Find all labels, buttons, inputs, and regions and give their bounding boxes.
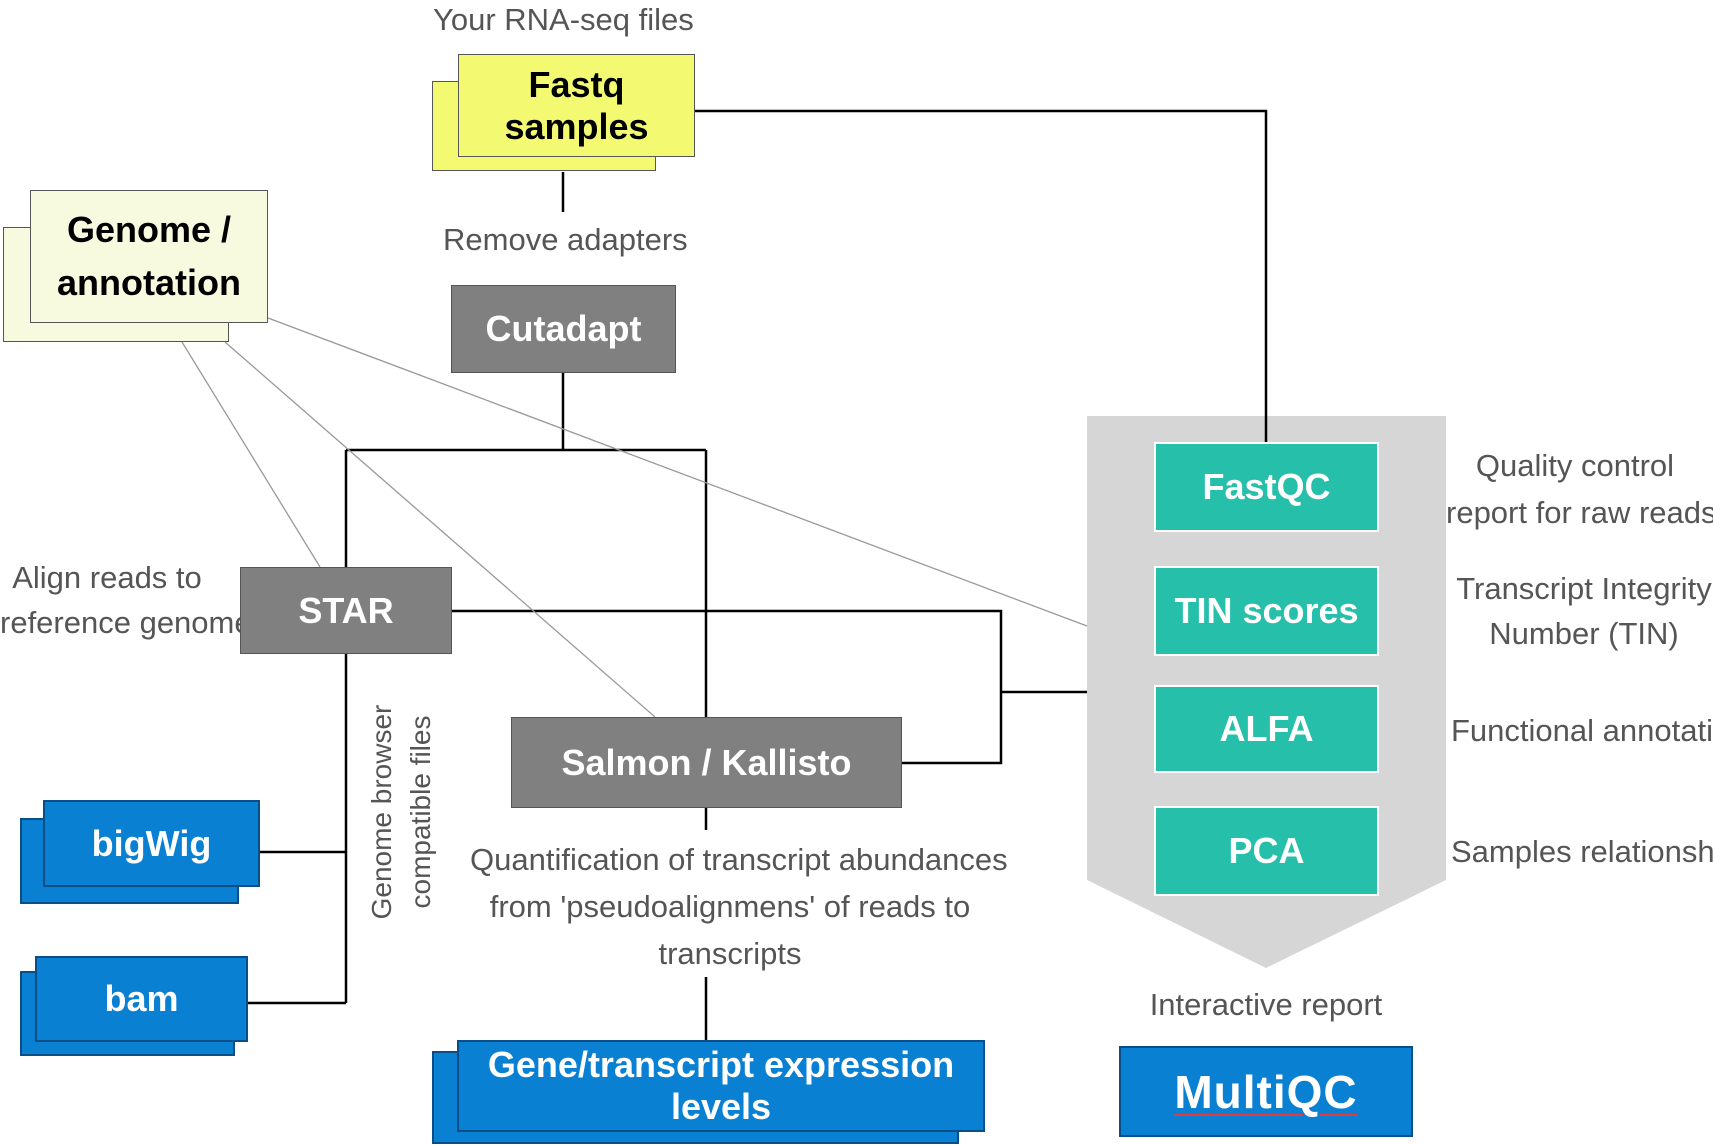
rnaseq-caption: Your RNA-seq files bbox=[433, 2, 694, 37]
multiqc-logo-text: MultiQC bbox=[1174, 1065, 1358, 1118]
fastqc-description: Quality control report for raw reads bbox=[1446, 443, 1713, 536]
connector-star-to-qc bbox=[452, 609, 1003, 765]
fastq-samples-node: Fastq samples bbox=[458, 54, 695, 157]
alfa-node: ALFA bbox=[1154, 685, 1379, 773]
genome-browser-line1: Genome browser bbox=[365, 704, 397, 920]
genome-link-to-qc bbox=[267, 317, 1088, 627]
genome-label-line1: Genome / bbox=[66, 209, 232, 251]
multiqc-logo: MultiQC bbox=[1119, 1046, 1413, 1137]
genome-annotation-node: Genome / annotation bbox=[30, 190, 268, 323]
quantification-line3: transcripts bbox=[658, 936, 802, 972]
alfa-description: Functional annotation bbox=[1451, 713, 1713, 748]
tin-description: Transcript Integrity Number (TIN) bbox=[1455, 567, 1713, 657]
tin-desc-line2: Number (TIN) bbox=[1489, 615, 1679, 651]
tin-scores-node: TIN scores bbox=[1154, 566, 1379, 656]
pca-node: PCA bbox=[1154, 806, 1379, 896]
align-label-line2: reference genome bbox=[0, 604, 252, 640]
star-node: STAR bbox=[240, 567, 452, 654]
expression-levels-node: Gene/transcript expression levels bbox=[457, 1040, 985, 1132]
genome-browser-label: Genome browser compatible files bbox=[359, 692, 443, 932]
genome-label-line2: annotation bbox=[57, 261, 241, 303]
align-label-line1: Align reads to bbox=[12, 560, 202, 595]
cutadapt-node: Cutadapt bbox=[451, 285, 676, 373]
align-label: Align reads to reference genome bbox=[0, 556, 252, 646]
bam-node: bam bbox=[35, 956, 248, 1042]
remove-adapters-label: Remove adapters bbox=[443, 222, 688, 257]
tin-desc-line1: Transcript Integrity bbox=[1456, 571, 1712, 606]
genome-browser-line2: compatible files bbox=[405, 715, 436, 909]
fastqc-desc-line2: report for raw reads bbox=[1446, 494, 1713, 530]
interactive-report-label: Interactive report bbox=[1149, 987, 1383, 1022]
salmon-kallisto-node: Salmon / Kallisto bbox=[511, 717, 902, 808]
bigwig-node: bigWig bbox=[43, 800, 260, 887]
fastqc-desc-line1: Quality control bbox=[1475, 448, 1675, 483]
quantification-label: Quantification of transcript abundances … bbox=[470, 836, 1008, 977]
genome-link-to-star bbox=[181, 341, 321, 568]
pca-description: Samples relationship bbox=[1451, 834, 1713, 869]
quantification-line1: Quantification of transcript abundances bbox=[470, 842, 1008, 877]
connector-fastq-to-fastqc bbox=[695, 109, 1268, 442]
fastqc-node: FastQC bbox=[1154, 442, 1379, 532]
quantification-line2: from 'pseudoalignmens' of reads to bbox=[489, 889, 971, 925]
genome-link-to-salmon bbox=[224, 341, 656, 718]
